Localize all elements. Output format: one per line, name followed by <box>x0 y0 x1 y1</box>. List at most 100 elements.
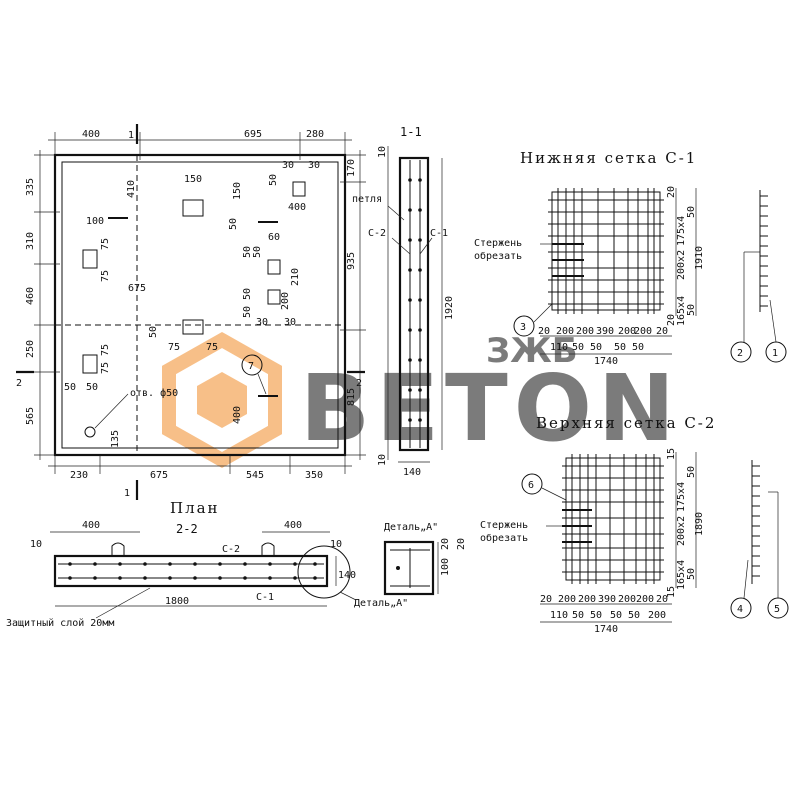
mesh-top-dim: 1890 <box>694 512 705 536</box>
hole-d50-icon <box>84 426 96 438</box>
mesh-top-dim: 50 <box>628 610 640 621</box>
plan-inner-dim: 50 <box>148 326 159 338</box>
plan-inner-dim: 50 <box>228 218 239 230</box>
slab-inner-outline <box>61 161 339 449</box>
section-2-2: 2-2 400 400 10 10 С-2 С-1 <box>6 520 408 629</box>
plan-top-dim-3: 280 <box>306 129 324 140</box>
mesh-bottom-title: Нижняя сетка С-1 <box>520 149 697 167</box>
plan-bottom-dim-2: 675 <box>150 470 168 481</box>
plan-inner-dim: 50 <box>242 288 253 300</box>
mesh-top-dim: 50 <box>572 610 584 621</box>
watermark-prefix: ЗЖБ <box>486 331 578 371</box>
label-c2: С-2 <box>368 228 386 239</box>
label-loop: петля <box>352 194 382 205</box>
mesh-top-dim: 15 <box>666 586 677 598</box>
mesh-top-dim: 50 <box>686 568 697 580</box>
mesh-top-dim: 200 <box>558 594 576 605</box>
callout-4-number: 4 <box>737 604 743 615</box>
detail-a-dim: 20 <box>456 538 467 550</box>
mesh-bottom-dim: 20 <box>666 186 677 198</box>
slab-outline <box>53 153 347 457</box>
plan-inner-dim: 50 <box>242 246 253 258</box>
section-2-2-loop-right <box>261 542 275 556</box>
callout-6 <box>521 473 543 495</box>
plan-inner-dim: 50 <box>242 306 253 318</box>
mesh-top-dim: 165x4 <box>676 560 687 590</box>
mesh-bottom-dim: 50 <box>590 342 602 353</box>
mesh-top-c2: Верхняя сетка С-2 Стержень о <box>480 414 789 635</box>
callout-2 <box>730 341 752 363</box>
mesh-bottom-dim: 165x4 <box>676 296 687 326</box>
plan-bottom-dim-1: 230 <box>70 470 88 481</box>
mesh-bottom-dim: 1910 <box>694 246 705 270</box>
protective-layer-label: Защитный слой 20мм <box>6 617 114 629</box>
plan-right-dim-1: 170 <box>346 159 357 177</box>
mesh-bottom-dim: 110 <box>550 342 568 353</box>
section-2-2-label-c2: С-2 <box>222 544 240 555</box>
section-2-2-title: 2-2 <box>176 522 198 536</box>
plan-inner-dim: 75 <box>206 342 218 353</box>
mesh-top-dim: 15 <box>666 448 677 460</box>
detail-a: Деталь„А" 20 100 20 <box>383 522 467 596</box>
plan-inner-dim: 60 <box>268 232 280 243</box>
mesh-bottom-grid <box>548 188 664 314</box>
section-mark-2-left: 2 <box>16 378 22 389</box>
plan-left-dim-2: 310 <box>25 232 36 250</box>
mesh-bottom-rod-label: Стержень <box>474 238 522 249</box>
plan-left-dim-5: 565 <box>25 407 36 425</box>
section-2-2-label-c1: С-1 <box>256 592 274 603</box>
plan-left-dim-3: 460 <box>25 287 36 305</box>
mesh-top-dim: 200 <box>618 594 636 605</box>
plan-inner-dim: 400 <box>232 406 243 424</box>
plan-inner-dim: 50 <box>268 174 279 186</box>
detail-a-dim: 100 <box>440 558 451 576</box>
callout-5 <box>767 597 789 619</box>
loop-opening-2 <box>82 249 98 269</box>
callout-7-number: 7 <box>248 361 254 372</box>
mesh-top-dim: 200x2 <box>676 516 687 546</box>
plan-right-dim-2: 935 <box>346 252 357 270</box>
section-1-1: 1-1 10 10 1920 140 петля С-2 С-1 <box>352 125 455 478</box>
section-2-2-dim: 140 <box>338 570 356 581</box>
section-2-2-dim: 1800 <box>165 596 189 607</box>
mesh-bottom-dim: 390 <box>596 326 614 337</box>
plan-caption: План <box>170 499 220 517</box>
section-2-2-loop-left <box>111 542 125 556</box>
mesh-top-dim: 390 <box>598 594 616 605</box>
section-2-2-dim: 400 <box>284 520 302 531</box>
section-1-1-dim: 140 <box>403 467 421 478</box>
section-mark-1-bottom: 1 <box>124 488 130 499</box>
plan-inner-dim: 150 <box>184 174 202 185</box>
plan-inner-dim: 50 <box>252 246 263 258</box>
mesh-top-dim: 200 <box>578 594 596 605</box>
mesh-bottom-side-ticks <box>760 195 768 307</box>
plan-inner-dim: 210 <box>290 268 301 286</box>
callout-3-number: 3 <box>520 322 526 333</box>
section-1-1-title: 1-1 <box>400 125 422 139</box>
mesh-bottom-dim: 200 <box>618 326 636 337</box>
plan-inner-dim: 50 <box>64 382 76 393</box>
mesh-bottom-dim: 200x2 <box>676 250 687 280</box>
loop-opening-5 <box>292 181 306 197</box>
mesh-bottom-dim: 200 <box>634 326 652 337</box>
mesh-top-dim: 200 <box>648 610 666 621</box>
plan-top-dim-2: 695 <box>244 129 262 140</box>
callout-1-number: 1 <box>772 348 778 359</box>
plan-inner-dim: 30 <box>282 160 294 171</box>
loop-opening-7 <box>267 289 281 305</box>
plan-inner-dim: 410 <box>126 180 137 198</box>
section-1-1-rebar-dots <box>408 178 422 422</box>
mesh-bottom-dim: 1740 <box>594 356 618 367</box>
detail-a-title: Деталь„А" <box>384 522 438 533</box>
plan-left-dim-1: 335 <box>25 178 36 196</box>
callout-7 <box>241 354 263 376</box>
plan-inner-dim: 675 <box>128 283 146 294</box>
mesh-top-grid <box>562 454 664 584</box>
mesh-top-dim: 20 <box>540 594 552 605</box>
mesh-bottom-dim: 200 <box>556 326 574 337</box>
mesh-top-dim: 200 <box>636 594 654 605</box>
section-2-2-body <box>53 554 329 588</box>
section-2-2-dim: 10 <box>30 539 42 550</box>
plan-inner-dim: 75 <box>100 238 111 250</box>
